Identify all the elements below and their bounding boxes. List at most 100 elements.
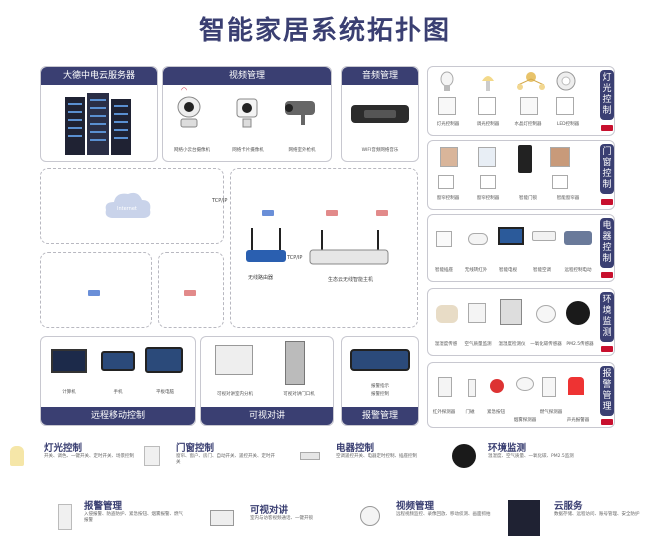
light-switch-4 xyxy=(556,97,574,115)
legend-video-icon xyxy=(360,506,380,526)
legend-alarm-icon xyxy=(58,504,72,530)
alarm-caption-6: 声光报警器 xyxy=(566,418,590,423)
environment-wifi-tag xyxy=(601,346,613,352)
alarm-caption-3: 紧急按钮 xyxy=(487,410,505,415)
lighting-wifi-tag xyxy=(601,125,613,131)
socket-icon xyxy=(436,231,452,247)
server-rack-icon xyxy=(65,93,131,155)
video-wifi-icon: ◠ xyxy=(181,86,188,94)
led-icon xyxy=(556,71,576,91)
appliance-caption-3: 智能电视 xyxy=(499,268,517,273)
legend-cloud-icon xyxy=(508,500,540,536)
curtain-motor-icon xyxy=(550,147,570,167)
door-switch-2 xyxy=(480,175,496,189)
audio-panel: 音频管理 WIFI音频网络音乐 xyxy=(341,66,419,162)
air-sensor-icon xyxy=(468,303,486,323)
door-wifi-tag xyxy=(601,199,613,205)
environment-caption-5: PM2.5传感器 xyxy=(566,342,594,347)
appliance-label: 电器控制 xyxy=(600,218,614,268)
tv-icon xyxy=(498,227,524,245)
appliance-caption-5: 远程控制电动 xyxy=(564,268,592,273)
ptz-camera-icon xyxy=(177,96,201,128)
environment-caption-1: 温湿度传感 xyxy=(434,342,458,347)
door-lock-icon xyxy=(518,145,532,173)
alarm-footer: 报警管理 xyxy=(342,407,418,425)
legend-appliance-icon xyxy=(300,452,320,460)
legend-intercom-title: 可视对讲 xyxy=(250,505,289,516)
legend-cloud-desc: 数据存储、远程访问、账号管理、安全防护 xyxy=(554,512,640,517)
light-switch-2 xyxy=(478,97,496,115)
door-station-icon xyxy=(285,341,305,385)
laptop-icon xyxy=(51,349,87,373)
tcpip-label-2: TCP/IP xyxy=(287,255,303,261)
video-caption-1: 网络小云台摄像机 xyxy=(174,148,210,153)
speaker-icon xyxy=(351,105,409,123)
environment-panel: 温湿度传感 空气质量监测 温湿度检测仪 一氧化碳传感器 PM2.5传感器 环境监… xyxy=(427,288,615,356)
gas-detector-icon xyxy=(542,377,556,397)
door-caption-3: 智能门锁 xyxy=(519,196,537,201)
legend-environment-icon xyxy=(452,444,476,468)
cloud-icon xyxy=(105,192,151,218)
motor-icon xyxy=(564,231,592,245)
environment-caption-4: 一氧化碳传感器 xyxy=(530,342,562,347)
siren-icon xyxy=(568,377,584,395)
ir-hub-icon xyxy=(468,233,488,245)
video-panel: 视频管理 网络小云台摄像机 网络卡片摄像机 网络室外枪机 ◠ xyxy=(162,66,332,162)
lighting-caption-1: 灯光控制器 xyxy=(436,122,460,127)
environment-caption-3: 温湿度检测仪 xyxy=(498,342,526,347)
mobile-panel: 计算机 手机 平板电脑 远程移动控制 xyxy=(40,336,196,426)
alarm-panel-right: 红外探测器 门磁 紧急按钮 烟雾探测器 燃气探测器 声光报警器 报警管理 xyxy=(427,362,615,428)
legend-lighting-desc: 开关、调色、一键开关、定时开关、场景控制 xyxy=(44,454,134,459)
alarm-caption-5: 燃气探测器 xyxy=(539,410,563,415)
door-caption-2: 窗帘控制器 xyxy=(476,196,500,201)
environment-caption-2: 空气质量监测 xyxy=(464,342,492,347)
mobile-caption-1: 计算机 xyxy=(62,390,76,395)
window-icon xyxy=(478,147,496,167)
co-sensor-icon xyxy=(536,305,556,323)
light-switch-1 xyxy=(438,97,456,115)
indoor-unit-icon xyxy=(215,345,253,375)
legend-environment-title: 环境监测 xyxy=(488,443,527,454)
environment-label: 环境监测 xyxy=(600,292,614,342)
smart-host-icon xyxy=(309,230,389,265)
tablet-icon xyxy=(145,347,183,373)
lamp-icon xyxy=(482,76,494,91)
appliance-wifi-tag xyxy=(601,272,613,278)
door-caption-1: 窗帘控制器 xyxy=(436,196,460,201)
lighting-panel: 灯光控制器 调光控制器 水晶灯控制器 LED控制器 灯光控制 xyxy=(427,66,615,136)
legend-alarm-desc: 入侵报警、防盗防护、紧急按钮、烟雾报警、燃气报警 xyxy=(84,512,183,523)
page-title: 智能家居系统拓扑图 xyxy=(198,16,451,46)
legend-intercom-desc: 室内与访客视频通话、一键开锁 xyxy=(250,516,313,521)
legend-appliance-desc: 空调遥控开关、电器定时控制、插座控制 xyxy=(336,454,417,459)
bullet-camera-icon xyxy=(285,101,315,125)
lighting-caption-3: 水晶灯控制器 xyxy=(514,122,542,127)
legend-door-desc: 窗帘、窗户、房门、自动开关、遥控开关、定时开关 xyxy=(176,454,275,465)
alarm-panel-caption-1: 报警指示 xyxy=(371,384,389,389)
audio-header: 音频管理 xyxy=(342,67,418,85)
mobile-footer: 远程移动控制 xyxy=(41,407,195,425)
legend-appliance-title: 电器控制 xyxy=(336,443,375,454)
door-panel: 窗帘控制器 窗帘控制器 智能门锁 智能窗帘器 门窗控制 xyxy=(427,140,615,210)
legend-cloud-title: 云服务 xyxy=(554,501,583,512)
legend-video-title: 视频管理 xyxy=(396,501,435,512)
legend-video-desc: 远程视频监控、录像回放、移动侦测、画面抓拍 xyxy=(396,512,491,517)
alarm-caption-1: 红外探测器 xyxy=(432,410,456,415)
light-switch-3 xyxy=(520,97,538,115)
smoke-detector-icon xyxy=(516,377,534,391)
intercom-panel: 可视对讲室内分机 可视对讲门口机 可视对讲 xyxy=(200,336,334,426)
video-caption-3: 网络室外枪机 xyxy=(288,148,316,153)
server-panel: 大德中电云服务器 xyxy=(40,66,158,162)
alarm-caption-2: 门磁 xyxy=(465,410,475,415)
door-caption-4: 智能窗帘器 xyxy=(556,196,580,201)
alarm-wifi-badge xyxy=(184,290,196,296)
legend-door-icon xyxy=(144,446,160,466)
lighting-label: 灯光控制 xyxy=(600,70,614,120)
intercom-caption-2: 可视对讲门口机 xyxy=(283,392,315,397)
door-label: 门窗控制 xyxy=(600,144,614,194)
internet-label: Internet xyxy=(117,206,137,212)
door-switch-1 xyxy=(438,175,454,189)
th-sensor-icon xyxy=(436,305,458,323)
legend-lighting-icon xyxy=(10,446,24,466)
alarm-panel-caption-2: 报警控制 xyxy=(371,392,389,397)
panic-button-icon xyxy=(490,379,504,393)
